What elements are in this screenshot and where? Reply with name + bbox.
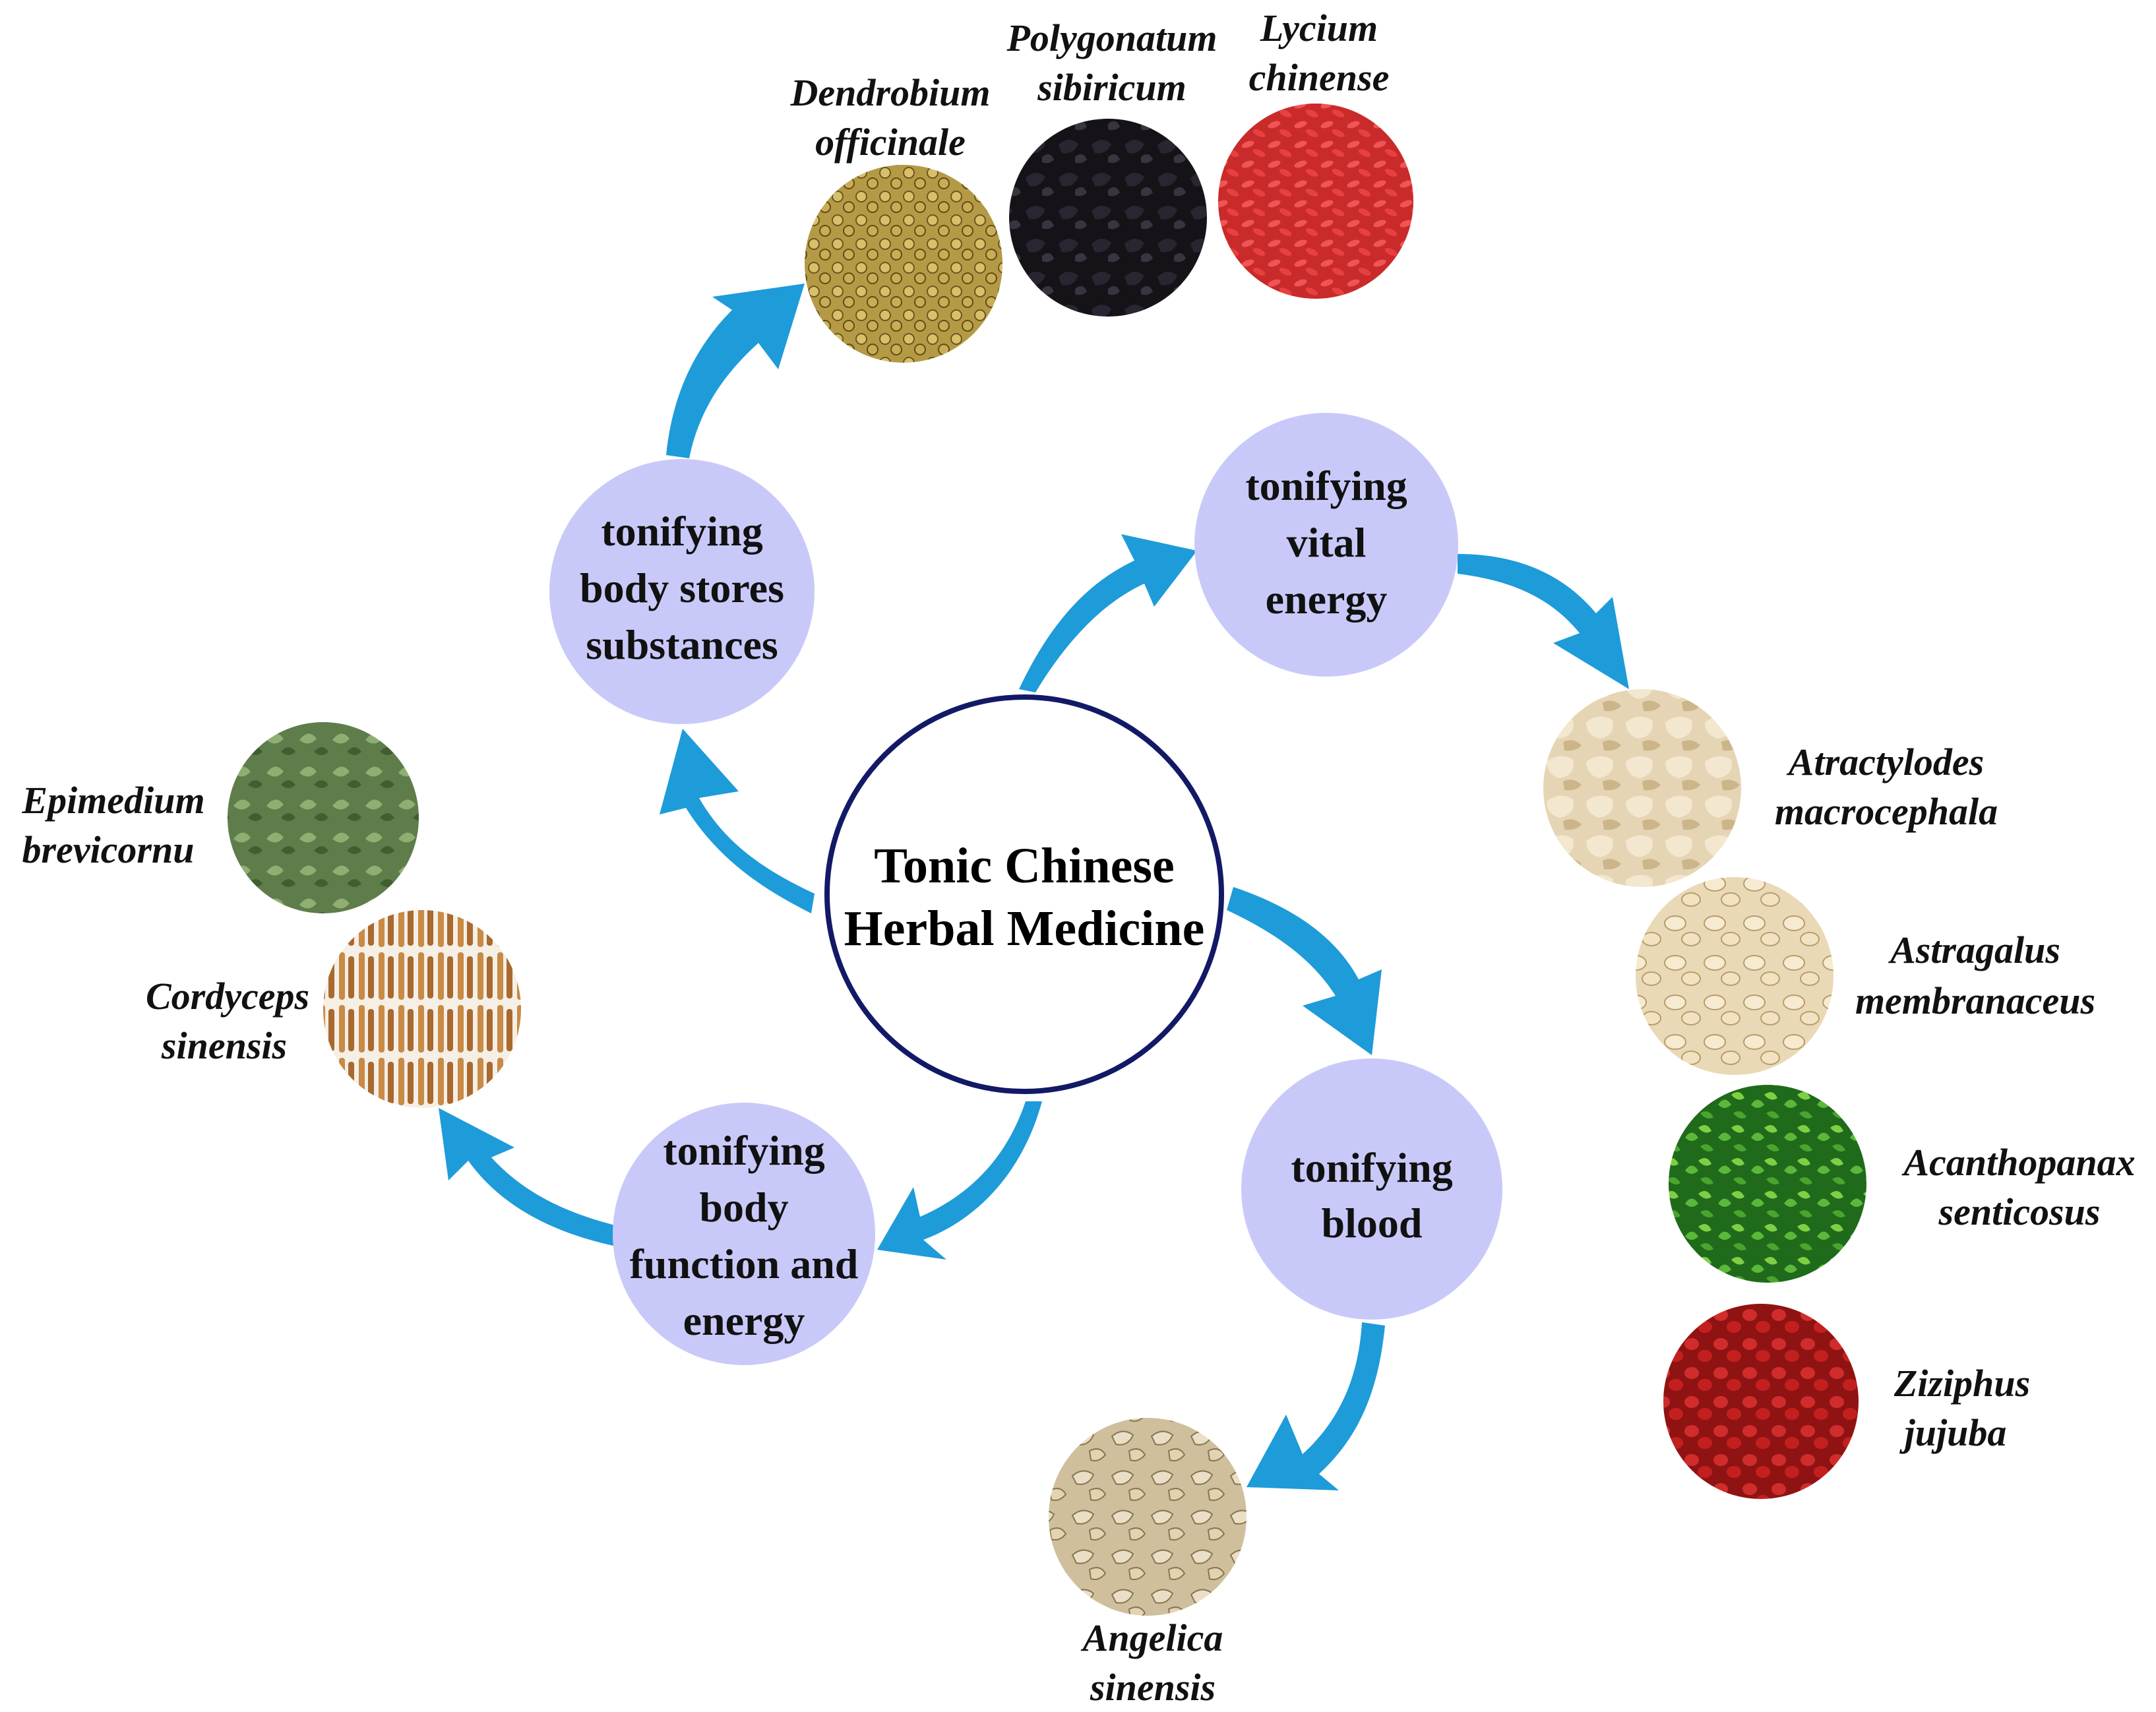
cordyceps-label-line1: Cordyceps xyxy=(146,975,309,1018)
acanthopanax-photo xyxy=(1669,1085,1866,1283)
atractylodes-photo xyxy=(1543,689,1741,887)
category-body-function: tonifying body function and energy xyxy=(613,1103,875,1365)
category-vital-energy: tonifying vital energy xyxy=(1194,413,1458,677)
atractylodes-label-line1: Atractylodes xyxy=(1787,741,1984,783)
category-body-stores-line2: body stores xyxy=(580,565,784,611)
category-body-function-line2: body xyxy=(699,1184,788,1231)
cordyceps-label-line2: sinensis xyxy=(161,1024,287,1067)
category-body-stores-line3: substances xyxy=(586,621,778,668)
category-blood-line1: tonifying xyxy=(1291,1144,1452,1191)
polygonatum-photo xyxy=(1009,119,1207,317)
epimedium-label-line1: Epimedium xyxy=(21,779,204,822)
herb-images xyxy=(228,104,1866,1616)
astragalus-label-line2: membranaceus xyxy=(1855,979,2095,1022)
lycium-label-line1: Lycium xyxy=(1260,7,1378,49)
arrow-to-vital-energy xyxy=(1019,534,1197,692)
category-vital-energy-line1: tonifying xyxy=(1245,462,1407,509)
ziziphus-label-line2: jujuba xyxy=(1899,1411,2007,1454)
atractylodes-label-line2: macrocephala xyxy=(1775,790,1998,833)
cordyceps-photo xyxy=(323,910,521,1108)
arrow-to-blood xyxy=(1227,887,1382,1055)
category-body-function-line3: function and xyxy=(630,1240,859,1287)
center-title-line1: Tonic Chinese xyxy=(874,838,1174,894)
arrow-to-dendrobium xyxy=(666,284,805,458)
category-body-stores: tonifying body stores substances xyxy=(549,459,815,724)
arrow-to-body-stores xyxy=(660,729,815,913)
dendrobium-label-line2: officinale xyxy=(815,121,966,164)
lycium-photo xyxy=(1218,104,1413,299)
angelica-photo xyxy=(1049,1418,1247,1616)
center-node: Tonic Chinese Herbal Medicine xyxy=(824,694,1224,1094)
ziziphus-label-line1: Ziziphus xyxy=(1894,1362,2030,1405)
acanthopanax-label-line1: Acanthopanax xyxy=(1901,1141,2135,1184)
acanthopanax-label-line2: senticosus xyxy=(1938,1190,2101,1233)
lycium-label-line2: chinense xyxy=(1249,56,1390,99)
category-blood-line2: blood xyxy=(1322,1200,1423,1246)
polygonatum-label-line2: sibiricum xyxy=(1037,66,1186,109)
arrow-to-atractylodes xyxy=(1458,554,1629,689)
polygonatum-label-line1: Polygonatum xyxy=(1006,16,1217,59)
arrow-to-body-function xyxy=(877,1101,1042,1260)
epimedium-label-line2: brevicornu xyxy=(22,828,195,871)
dendrobium-label-line1: Dendrobium xyxy=(790,71,991,114)
angelica-label-line2: sinensis xyxy=(1090,1666,1216,1709)
herb-labels: Dendrobium officinale Polygonatum sibiri… xyxy=(21,7,2135,1709)
category-vital-energy-line3: energy xyxy=(1266,576,1388,623)
category-body-function-line4: energy xyxy=(683,1297,805,1344)
center-title-line2: Herbal Medicine xyxy=(844,901,1205,956)
angelica-label-line1: Angelica xyxy=(1081,1616,1223,1659)
epimedium-photo xyxy=(228,722,419,913)
category-body-function-line1: tonifying xyxy=(663,1127,824,1174)
category-body-stores-line1: tonifying xyxy=(601,508,762,555)
category-blood: tonifying blood xyxy=(1241,1058,1502,1320)
arrow-to-cordyceps xyxy=(439,1108,620,1246)
arrow-to-angelica xyxy=(1247,1322,1385,1490)
category-vital-energy-line2: vital xyxy=(1287,519,1367,566)
astragalus-label-line1: Astragalus xyxy=(1888,929,2060,971)
astragalus-photo xyxy=(1636,877,1833,1075)
ziziphus-photo xyxy=(1663,1304,1859,1499)
arrows xyxy=(439,284,1629,1490)
dendrobium-photo xyxy=(805,165,1002,363)
